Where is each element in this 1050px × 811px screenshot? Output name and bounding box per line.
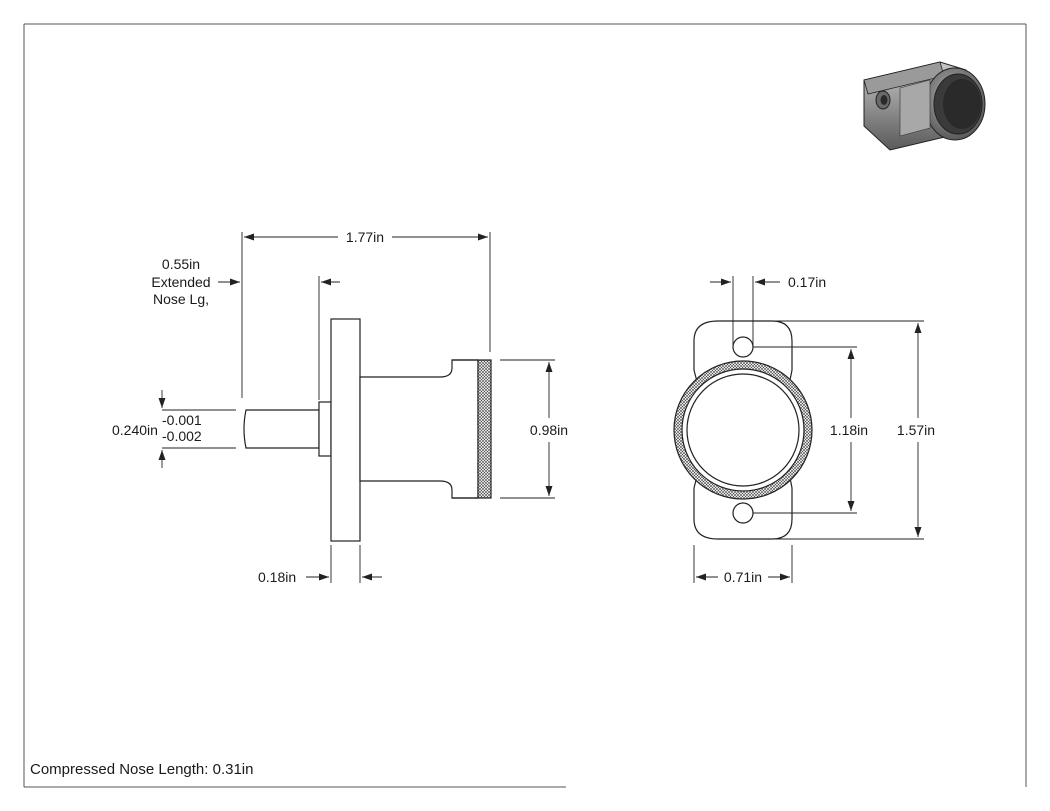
flange-plate bbox=[330, 318, 361, 542]
isometric-view bbox=[863, 61, 986, 151]
dim-pin-tol-lower: -0.002 bbox=[162, 428, 202, 444]
dimension-lines-front bbox=[693, 276, 924, 583]
plunger-pin bbox=[243, 409, 320, 449]
dim-extended-nose-label-2: Nose Lg, bbox=[153, 291, 209, 307]
dim-flange-height: 1.57in bbox=[897, 422, 935, 438]
dim-extended-nose-value: 0.55in bbox=[162, 256, 200, 272]
dim-extended-nose-label-1: Extended bbox=[151, 274, 210, 290]
dim-pin-tol-upper: -0.001 bbox=[162, 412, 202, 428]
dim-overall-length: 1.77in bbox=[346, 229, 384, 245]
sheet-border bbox=[23, 23, 1027, 788]
dimension-lines-side bbox=[158, 232, 555, 583]
front-view bbox=[673, 320, 813, 540]
mount-hole-top bbox=[732, 336, 754, 358]
knurl-band bbox=[477, 359, 492, 499]
collar bbox=[318, 401, 332, 457]
dim-hole-spacing: 1.18in bbox=[830, 422, 868, 438]
body bbox=[359, 359, 479, 499]
dim-knob-diameter: 0.98in bbox=[530, 422, 568, 438]
dim-flange-width: 0.71in bbox=[724, 569, 762, 585]
mount-hole-bottom bbox=[732, 502, 754, 524]
compressed-nose-note: Compressed Nose Length: 0.31in bbox=[30, 761, 254, 778]
side-view bbox=[243, 318, 492, 542]
dim-pin-diameter: 0.240in bbox=[112, 422, 158, 438]
dim-flange-thickness: 0.18in bbox=[258, 569, 296, 585]
dim-hole-diameter: 0.17in bbox=[788, 274, 826, 290]
